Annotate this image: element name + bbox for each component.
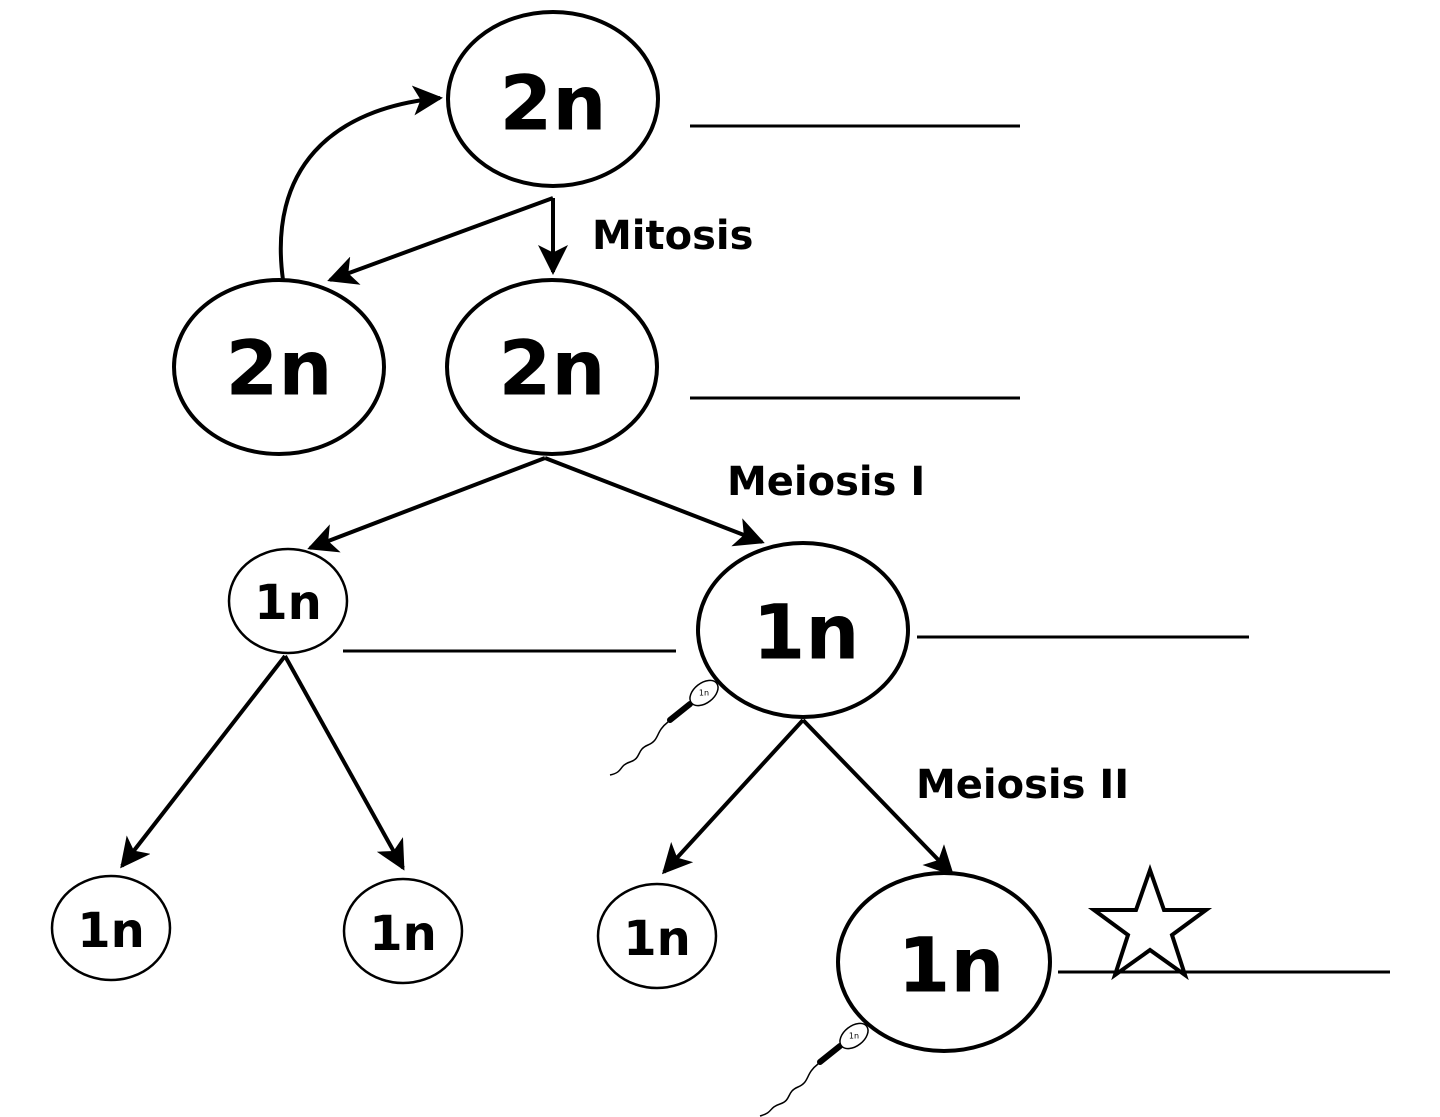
meiosis2-left-arrow-b <box>283 655 405 871</box>
cell-label: 1n <box>623 911 691 967</box>
meiosis1-arrow-right <box>544 456 765 547</box>
meiosis2-right-arrow-a <box>661 718 805 875</box>
cell-meiosis2-left-a-1n: 1n <box>50 874 172 982</box>
cell-label: 2n <box>499 324 606 413</box>
cell-meiosis2-left-b-1n: 1n <box>342 877 464 985</box>
sperm-icon: 1n <box>759 1022 869 1117</box>
meiosis1-arrow-left <box>307 456 546 553</box>
meiosis2-right-arrow-b <box>801 718 955 877</box>
cell-meiosis2-right-a-1n: 1n <box>596 882 718 990</box>
meiosis-1-label: Meiosis I <box>727 459 925 505</box>
cell-label: 1n <box>77 903 145 959</box>
cell-meiosis1-right-1n: 1n <box>696 541 910 719</box>
mitosis-label: Mitosis <box>592 213 753 259</box>
cell-mitosis-left-2n: 2n <box>172 278 386 456</box>
cell-label: 1n <box>753 588 860 677</box>
renewal-arrow <box>278 85 443 281</box>
cell-meiosis2-right-b-1n: 1n <box>836 871 1052 1053</box>
sperm-label: 1n <box>849 1032 859 1041</box>
meiosis2-left-arrow-a <box>120 654 287 869</box>
cell-label: 2n <box>500 59 607 148</box>
star-icon <box>1087 863 1213 981</box>
meiosis-2-label: Meiosis II <box>916 762 1129 808</box>
cell-mitosis-right-2n: 2n <box>445 278 659 456</box>
cell-label: 1n <box>898 921 1005 1010</box>
cell-label: 1n <box>369 906 437 962</box>
cell-label: 2n <box>226 324 333 413</box>
cell-meiosis1-left-1n: 1n <box>227 547 349 655</box>
mitosis-arrow-left <box>327 196 554 285</box>
cell-label: 1n <box>254 575 322 631</box>
sperm-label: 1n <box>699 689 709 698</box>
cell-top-2n: 2n <box>446 10 660 188</box>
sperm-icon: 1n <box>609 679 719 776</box>
